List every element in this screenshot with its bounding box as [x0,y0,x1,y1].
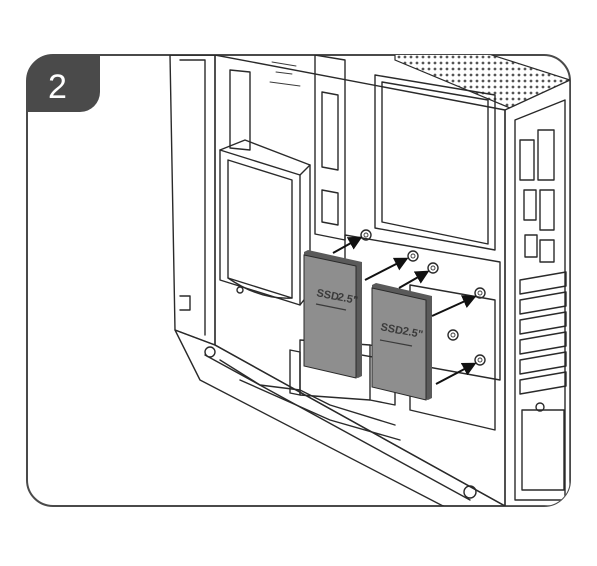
expansion-slots [519,271,567,395]
front-ports [519,129,555,263]
arrow-icon [364,257,409,281]
case-illustration: SSD 2.5" SSD 2.5" [169,55,570,506]
ssd-2-label-line2: 2.5" [401,325,424,341]
mounting-holes [360,229,486,366]
ssd-drive-1: SSD 2.5" [303,250,362,379]
arrow-icon [431,295,477,317]
arrow-icon [332,236,363,254]
chassis-floor [174,329,506,506]
hdd-cage [219,139,311,306]
ssd-drive-2: SSD 2.5" [371,283,432,401]
insertion-arrows [332,236,477,385]
step-number: 2 [48,68,67,106]
chassis-back-wall [214,55,506,506]
ssd-1-label-line1: SSD [315,287,340,303]
ssd-2-label-line1: SSD [379,321,404,337]
top-mesh [394,55,570,109]
arrow-icon [435,362,477,385]
step-badge: 2 [27,55,100,112]
ssd-1-label-line2: 2.5" [336,291,359,307]
arrow-icon [398,270,430,289]
